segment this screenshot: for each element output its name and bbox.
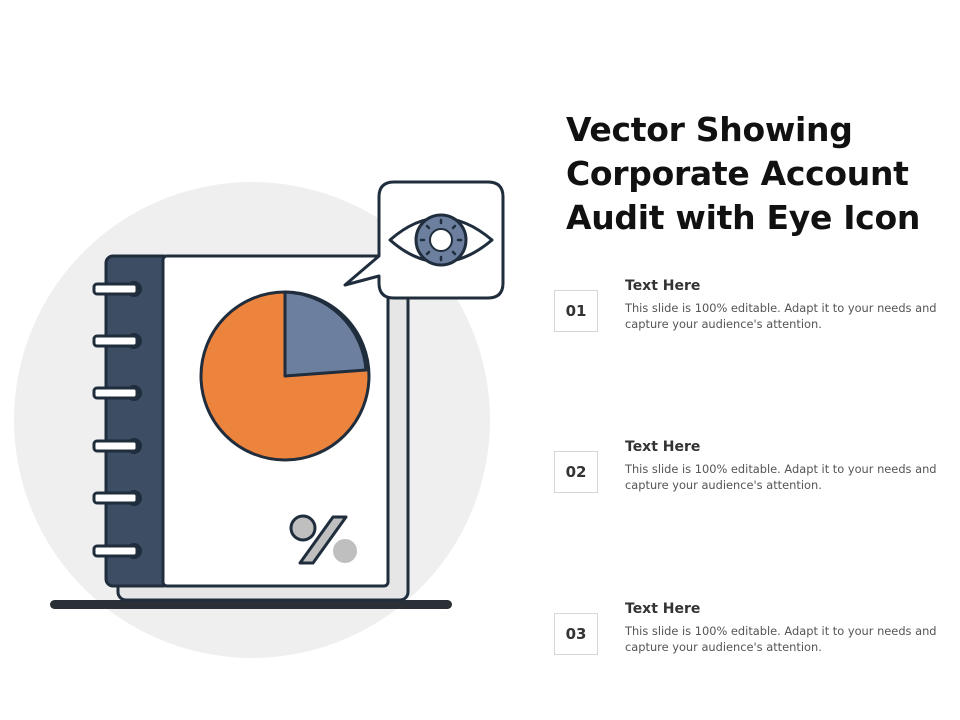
ring bbox=[92, 543, 142, 559]
ring bbox=[92, 490, 142, 506]
list-item: 01 Text Here This slide is 100% editable… bbox=[554, 278, 954, 338]
item-number: 02 bbox=[554, 451, 598, 493]
notebook-spine bbox=[104, 254, 172, 588]
item-heading: Text Here bbox=[625, 439, 701, 455]
list-item: 02 Text Here This slide is 100% editable… bbox=[554, 439, 954, 499]
percent-icon bbox=[289, 514, 357, 565]
audit-illustration bbox=[14, 180, 505, 658]
page-title: Vector Showing Corporate Account Audit w… bbox=[566, 110, 921, 237]
ring bbox=[92, 438, 142, 454]
ring bbox=[92, 385, 142, 401]
list-item: 03 Text Here This slide is 100% editable… bbox=[554, 601, 954, 661]
pie-chart-icon bbox=[199, 290, 371, 462]
speech-bubble-icon bbox=[343, 180, 505, 300]
item-heading: Text Here bbox=[625, 278, 701, 294]
item-number: 03 bbox=[554, 613, 598, 655]
notebook-rings bbox=[92, 281, 142, 559]
item-description: This slide is 100% editable. Adapt it to… bbox=[625, 462, 937, 492]
item-description: This slide is 100% editable. Adapt it to… bbox=[625, 624, 937, 654]
item-description: This slide is 100% editable. Adapt it to… bbox=[625, 301, 937, 331]
ring bbox=[92, 333, 142, 349]
pie-slice-slate bbox=[283, 290, 368, 378]
item-number: 01 bbox=[554, 290, 598, 332]
notebook-icon bbox=[92, 254, 410, 602]
floor-shadow bbox=[50, 600, 452, 609]
item-heading: Text Here bbox=[625, 601, 701, 617]
ring bbox=[92, 281, 142, 297]
eye-icon bbox=[388, 213, 494, 267]
